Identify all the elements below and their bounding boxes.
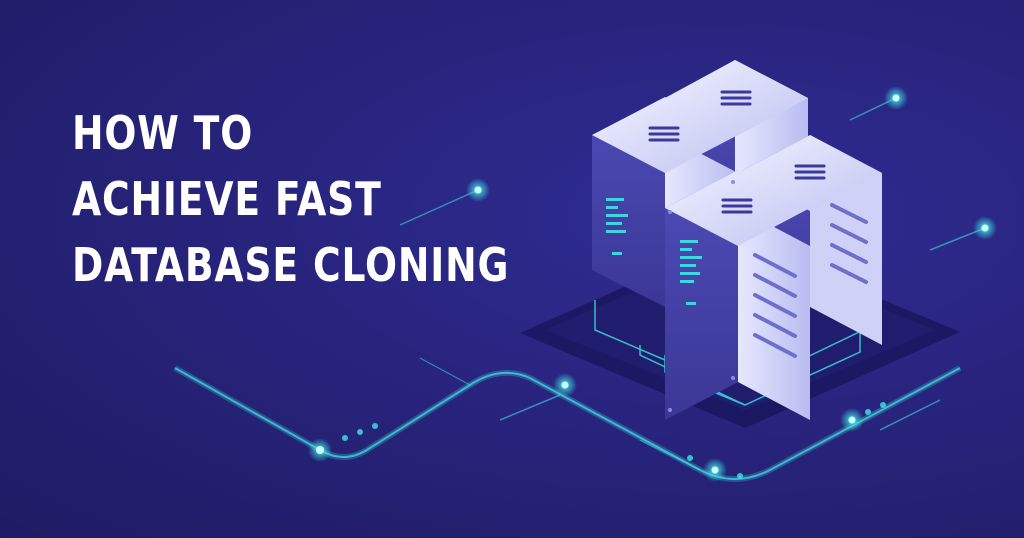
headline-line-3: DATABASE CLONING <box>72 238 510 292</box>
data-cable <box>173 357 962 482</box>
headline-line-2: ACHIEVE FAST <box>72 172 382 226</box>
glow-nodes <box>308 86 997 482</box>
server-front <box>665 170 810 420</box>
headline: HOW TO ACHIEVE FAST DATABASE CLONING <box>72 100 510 298</box>
headline-line-1: HOW TO <box>72 106 254 160</box>
